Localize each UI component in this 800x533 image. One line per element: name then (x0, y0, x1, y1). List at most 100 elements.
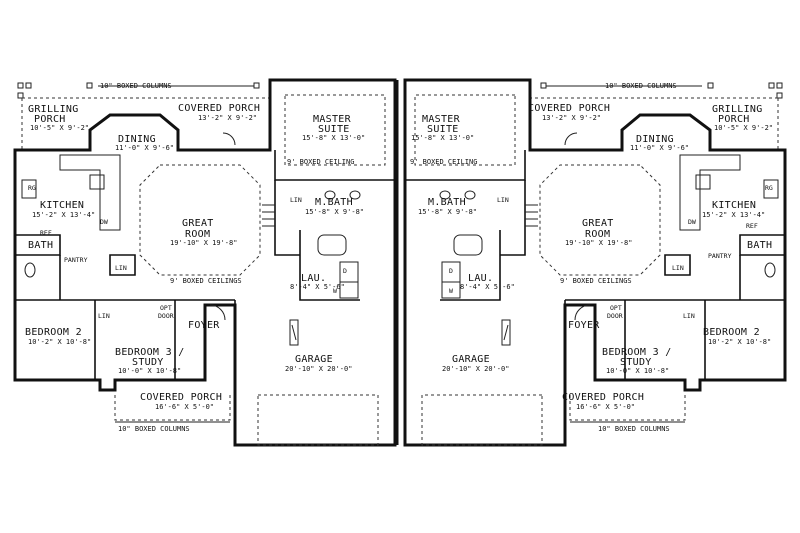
toilet (24, 262, 36, 278)
dim-bedroom-3: 10'-0" X 10'-8" (118, 367, 181, 375)
label-bedroom-3-2: STUDY (132, 357, 164, 368)
label-covered-porch-front-r: COVERED PORCH (562, 392, 644, 403)
label-opt-door: OPT (160, 304, 172, 312)
label-opt-door-r-2: DOOR (607, 312, 623, 320)
label-great-room-2: ROOM (185, 229, 210, 240)
label-bath: BATH (28, 240, 53, 251)
column-marker (253, 82, 260, 89)
dim-dining: 11'-0" X 9'-6" (115, 144, 174, 152)
dim-bedroom-2: 10'-2" X 10'-8" (28, 338, 91, 346)
dim-bedroom-3-r: 10'-0" X 10'-8" (606, 367, 669, 375)
rear-door-swing (222, 132, 236, 146)
garage-door (257, 394, 379, 446)
label-dryer: D (343, 267, 347, 275)
label-opt-door-r: OPT (610, 304, 622, 312)
label-bedroom-3-r: BEDROOM 3 / (602, 347, 672, 358)
column-marker (86, 82, 93, 89)
linen-closet (109, 254, 136, 276)
dim-dining-r: 11'-0" X 9'-6" (630, 144, 689, 152)
label-covered-porch-rear: COVERED PORCH (178, 103, 260, 114)
dim-covered-porch-front: 16'-6" X 5'-0" (155, 403, 214, 411)
label-master-suite: MASTER (313, 114, 352, 125)
master-sink (349, 190, 361, 200)
dim-grilling-porch: 10'-5" X 9'-2" (30, 124, 89, 132)
great-room-right-wall (274, 180, 300, 256)
label-lin-2: LIN (98, 312, 110, 320)
rear-columns-label-left: 10" BOXED COLUMNS (100, 82, 172, 90)
label-bedroom-2-r: BEDROOM 2 (703, 327, 760, 338)
label-foyer: FOYER (188, 320, 220, 331)
dim-covered-porch-front-r: 16'-6" X 5'-0" (576, 403, 635, 411)
laundry-wall (299, 230, 360, 301)
label-lin-1-r: LIN (672, 264, 684, 272)
label-pantry-r: PANTRY (708, 252, 732, 260)
dim-laundry-r: 8'-4" X 5'-6" (460, 283, 515, 291)
label-opt-door-2: DOOR (158, 312, 174, 320)
label-great-room-r-2: ROOM (585, 229, 610, 240)
rear-columns-label-right: 10" BOXED COLUMNS (605, 82, 677, 90)
garage-marker (289, 319, 299, 346)
label-grilling-porch-2: PORCH (34, 114, 66, 125)
left-exterior-walls (13, 78, 397, 447)
great-room-ceiling-note-r: 9' BOXED CEILINGS (560, 277, 632, 285)
dim-master-bath: 15'-8" X 9'-8" (305, 208, 364, 216)
label-dw: DW (100, 218, 108, 226)
master-ceiling-note: 9' BOXED CEILING (287, 158, 354, 166)
range (21, 179, 37, 199)
label-garage-r: GARAGE (452, 354, 490, 365)
dim-great-room: 19'-10" X 19'-8" (170, 239, 237, 247)
dim-grilling-porch-r: 10'-5" X 9'-2" (714, 124, 773, 132)
label-dw-r: DW (688, 218, 696, 226)
dim-bedroom-2-r: 10'-2" X 10'-8" (708, 338, 771, 346)
label-master-suite-2: SUITE (318, 124, 350, 135)
steps (262, 204, 275, 227)
label-laundry: LAU. (301, 273, 326, 284)
dim-master-suite: 15'-8" X 13'-0" (302, 134, 365, 142)
great-room-boxed-ceiling (139, 164, 261, 276)
dim-great-room-r: 19'-10" X 19'-8" (565, 239, 632, 247)
label-kitchen: KITCHEN (40, 200, 84, 211)
label-washer-r: W (449, 287, 453, 295)
label-lin-1: LIN (115, 264, 127, 272)
dim-laundry: 8'-4" X 5'-6" (290, 283, 345, 291)
washer (339, 281, 359, 299)
dim-master-suite-r: 15'-8" X 13'-0" (411, 134, 474, 142)
label-master-suite-r-2: SUITE (427, 124, 459, 135)
label-foyer-r: FOYER (568, 320, 600, 331)
column-marker (17, 82, 24, 89)
column-marker (25, 82, 32, 89)
kitchen-sink (89, 174, 105, 190)
label-rg: RG (28, 184, 36, 192)
front-columns-label-right: 10" BOXED COLUMNS (598, 425, 670, 433)
dim-garage: 20'-10" X 20'-0" (285, 365, 352, 373)
label-ref: REF (40, 229, 52, 237)
unit-left (13, 78, 397, 447)
label-bedroom-2: BEDROOM 2 (25, 327, 82, 338)
label-lin-2-r: LIN (683, 312, 695, 320)
master-suite-boxed-ceiling (284, 94, 386, 166)
label-ref-r: REF (746, 222, 758, 230)
label-bedroom-3: BEDROOM 3 / (115, 347, 185, 358)
column-marker (17, 92, 24, 99)
dim-covered-porch-rear-r: 13'-2" X 9'-2" (542, 114, 601, 122)
master-sink (324, 190, 336, 200)
dim-garage-r: 20'-10" X 20'-0" (442, 365, 509, 373)
dim-master-bath-r: 15'-8" X 9'-8" (418, 208, 477, 216)
label-pantry: PANTRY (64, 256, 88, 264)
kitchen-counter (59, 154, 121, 231)
label-rg-r: RG (765, 184, 773, 192)
label-bath-r: BATH (747, 240, 772, 251)
label-dining-r: DINING (636, 134, 674, 145)
label-washer: W (333, 287, 337, 295)
label-covered-porch-front: COVERED PORCH (140, 392, 222, 403)
label-master-bath-r: M.BATH (428, 197, 466, 208)
label-grilling-porch-r-2: PORCH (718, 114, 750, 125)
label-dining: DINING (118, 134, 156, 145)
dim-covered-porch-rear: 13'-2" X 9'-2" (198, 114, 257, 122)
dim-kitchen: 15'-2" X 13'-4" (32, 211, 95, 219)
label-grilling-porch-r: GRILLING (712, 104, 763, 115)
bath-wall (15, 234, 61, 256)
master-ceiling-note-r: 9' BOXED CEILING (410, 158, 477, 166)
label-master-lin-r: LIN (497, 196, 509, 204)
